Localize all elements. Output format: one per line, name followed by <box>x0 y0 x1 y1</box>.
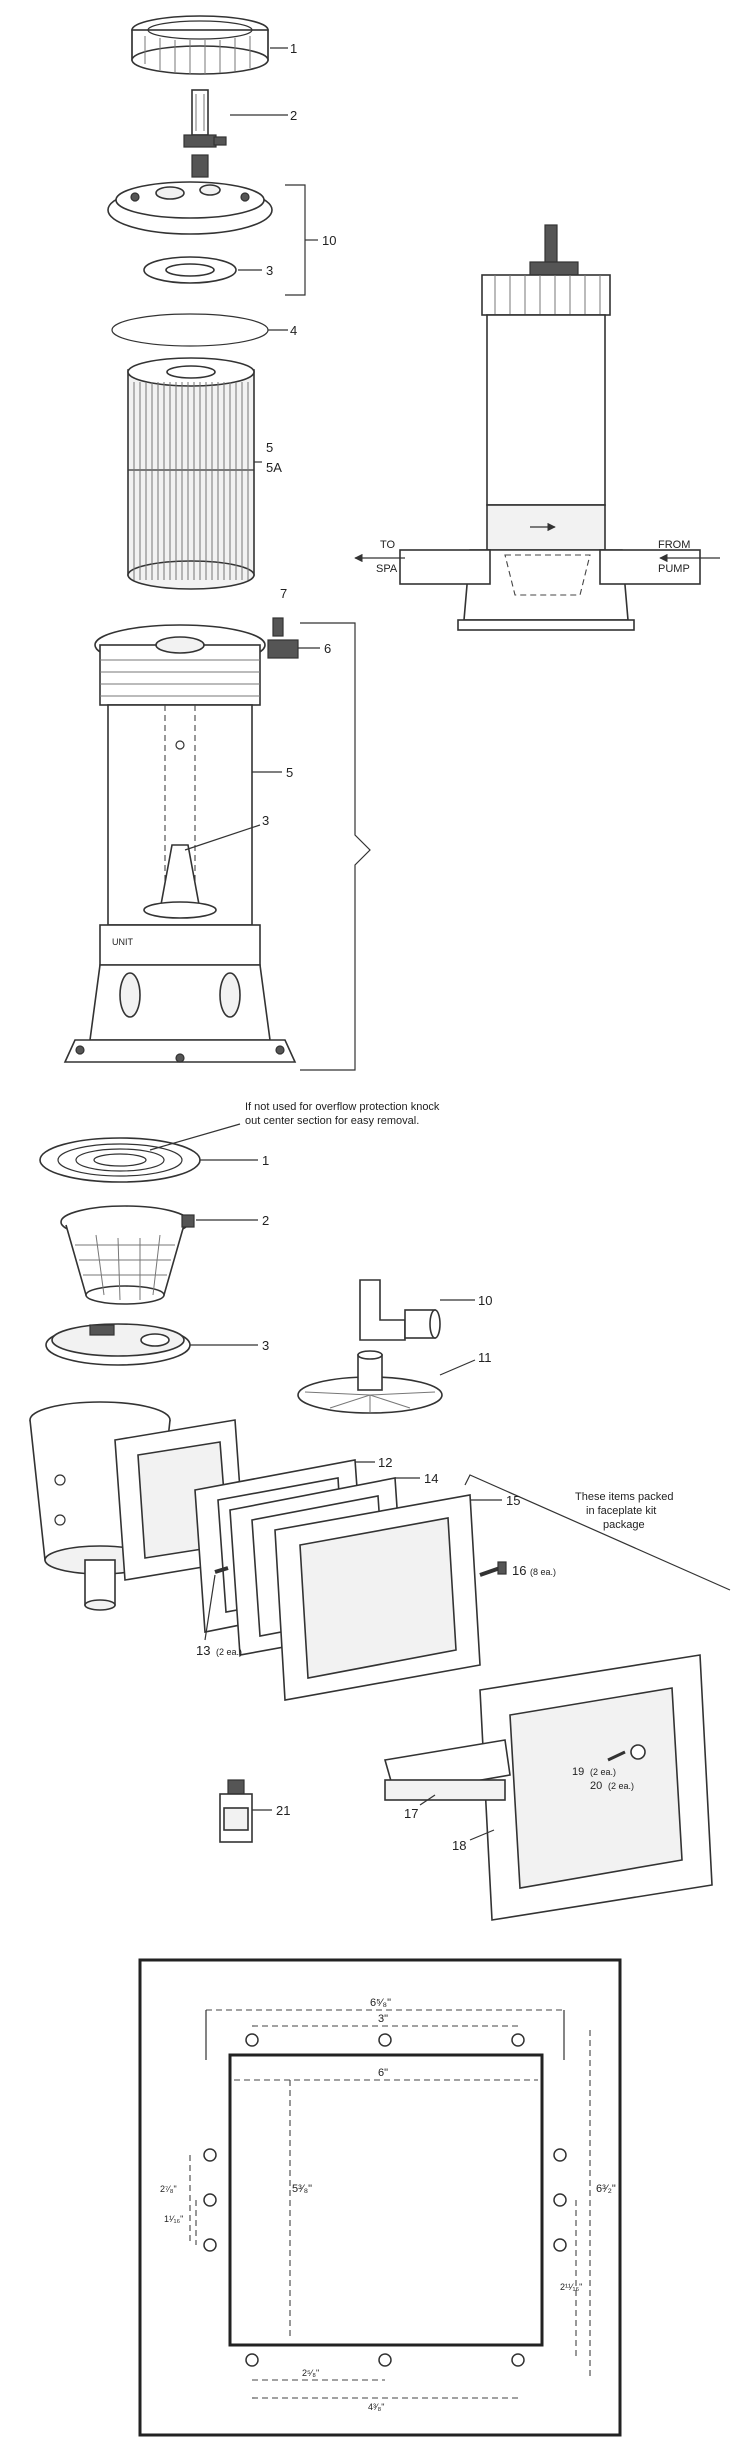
skimmer-lid <box>45 1323 191 1366</box>
filter-lid <box>107 181 273 235</box>
skimmer-callout-12: 12 <box>378 1455 392 1470</box>
skimmer-callout-18: 18 <box>452 1838 466 1853</box>
dim-bottom-inner: 2⁵⁄₈" <box>302 2368 319 2378</box>
skimmer-callout-13-qty: (2 ea.) <box>216 1647 242 1657</box>
filter-callout-3a: 3 <box>266 263 273 278</box>
skimmer-section: If not used for overflow protection knoc… <box>29 1101 731 1921</box>
template-opening <box>228 2053 544 2347</box>
skimmer-basket <box>60 1205 195 1305</box>
filter-air-relief-valve <box>183 89 227 178</box>
from-pump-label-2: PUMP <box>658 563 690 575</box>
filter-section: UNIT <box>63 15 720 1071</box>
kit-note-line2: in faceplate kit <box>586 1505 656 1517</box>
filter-callout-10: 10 <box>322 233 336 248</box>
dim-overall-width: 6⁵⁄₈" <box>370 1997 391 2009</box>
filter-drain-valve <box>267 617 299 659</box>
skimmer-callout-3: 3 <box>262 1338 269 1353</box>
filter-callout-5c: 5 <box>286 765 293 780</box>
skimmer-callout-16: 16 <box>512 1563 526 1578</box>
svg-text:UNIT: UNIT <box>112 937 133 947</box>
skimmer-screw <box>479 1561 507 1577</box>
filter-callout-2: 2 <box>290 108 297 123</box>
skimmer-callout-17: 17 <box>404 1806 418 1821</box>
filter-gasket <box>143 256 237 284</box>
dim-opening-height: 5³⁄₈" <box>292 2183 312 2195</box>
skimmer-callout-20-qty: (2 ea.) <box>608 1781 634 1791</box>
skimmer-callout-15: 15 <box>506 1493 520 1508</box>
skimmer-callout-10: 10 <box>478 1293 492 1308</box>
dim-right-lower: 2¹¹⁄₁₆" <box>560 2282 582 2292</box>
faceplate-template: 6⁵⁄₈" 3" 6" 5³⁄₈" 2⁷⁄₈" 1¹⁄₁₆" 6³⁄₂" 2¹¹… <box>138 1958 622 2437</box>
skimmer-screw-19-20 <box>607 1744 646 1762</box>
filter-callout-4: 4 <box>290 323 297 338</box>
skimmer-note-line2: out center section for easy removal. <box>245 1115 419 1127</box>
filter-callout-5b: 5A <box>266 460 282 475</box>
skimmer-callout-14: 14 <box>424 1471 438 1486</box>
kit-note-line1: These items packed <box>575 1491 673 1503</box>
skimmer-callout-13: 13 <box>196 1643 210 1658</box>
filter-lock-ring <box>131 15 269 75</box>
skimmer-diverter <box>297 1350 443 1414</box>
filter-cartridge <box>127 357 255 590</box>
template-mounting-holes <box>203 2033 567 2367</box>
dim-top-hole-span: 3" <box>378 2013 388 2025</box>
dim-opening-width: 6" <box>378 2067 388 2079</box>
filter-housing: UNIT <box>63 624 297 1063</box>
filter-callout-6: 6 <box>324 641 331 656</box>
skimmer-callout-16-qty: (8 ea.) <box>530 1567 556 1577</box>
skimmer-callout-20: 20 <box>590 1780 602 1792</box>
skimmer-callout-2: 2 <box>262 1213 269 1228</box>
dim-left-upper: 2⁷⁄₈" <box>160 2184 177 2194</box>
skimmer-note-line1: If not used for overflow protection knoc… <box>245 1101 440 1113</box>
filter-callout-1: 1 <box>290 41 297 56</box>
dim-overall-height: 6³⁄₂" <box>596 2183 616 2195</box>
skimmer-callout-11: 11 <box>478 1350 492 1365</box>
filter-callout-5a: 5 <box>266 440 273 455</box>
from-pump-label-1: FROM <box>658 539 690 551</box>
kit-note-line3: package <box>603 1519 645 1531</box>
filter-o-ring <box>111 313 269 347</box>
skimmer-weir-door <box>383 1739 511 1801</box>
skimmer-callout-21: 21 <box>276 1803 290 1818</box>
skimmer-cover-plate <box>39 1137 201 1183</box>
skimmer-screw-13 <box>214 1566 229 1574</box>
dim-left-lower: 1¹⁄₁₆" <box>164 2214 183 2224</box>
filter-callout-7: 7 <box>280 586 287 601</box>
to-spa-label-2: SPA <box>376 563 398 575</box>
skimmer-faceplate <box>479 1654 713 1921</box>
housing-bracket <box>300 622 371 1071</box>
filter-assembled-view <box>399 224 701 631</box>
to-spa-label-1: TO <box>380 539 396 551</box>
filter-callout-3b: 3 <box>262 813 269 828</box>
skimmer-callout-19: 19 <box>572 1766 584 1778</box>
skimmer-faceplate-frame <box>274 1494 481 1701</box>
skimmer-callout-1: 1 <box>262 1153 269 1168</box>
skimmer-solvent-bottle <box>219 1779 253 1843</box>
dim-bottom-span: 4³⁄₈" <box>368 2402 384 2412</box>
skimmer-callout-19-qty: (2 ea.) <box>590 1767 616 1777</box>
skimmer-elbow-fitting <box>359 1279 441 1341</box>
kit-bracket <box>464 1474 731 1591</box>
